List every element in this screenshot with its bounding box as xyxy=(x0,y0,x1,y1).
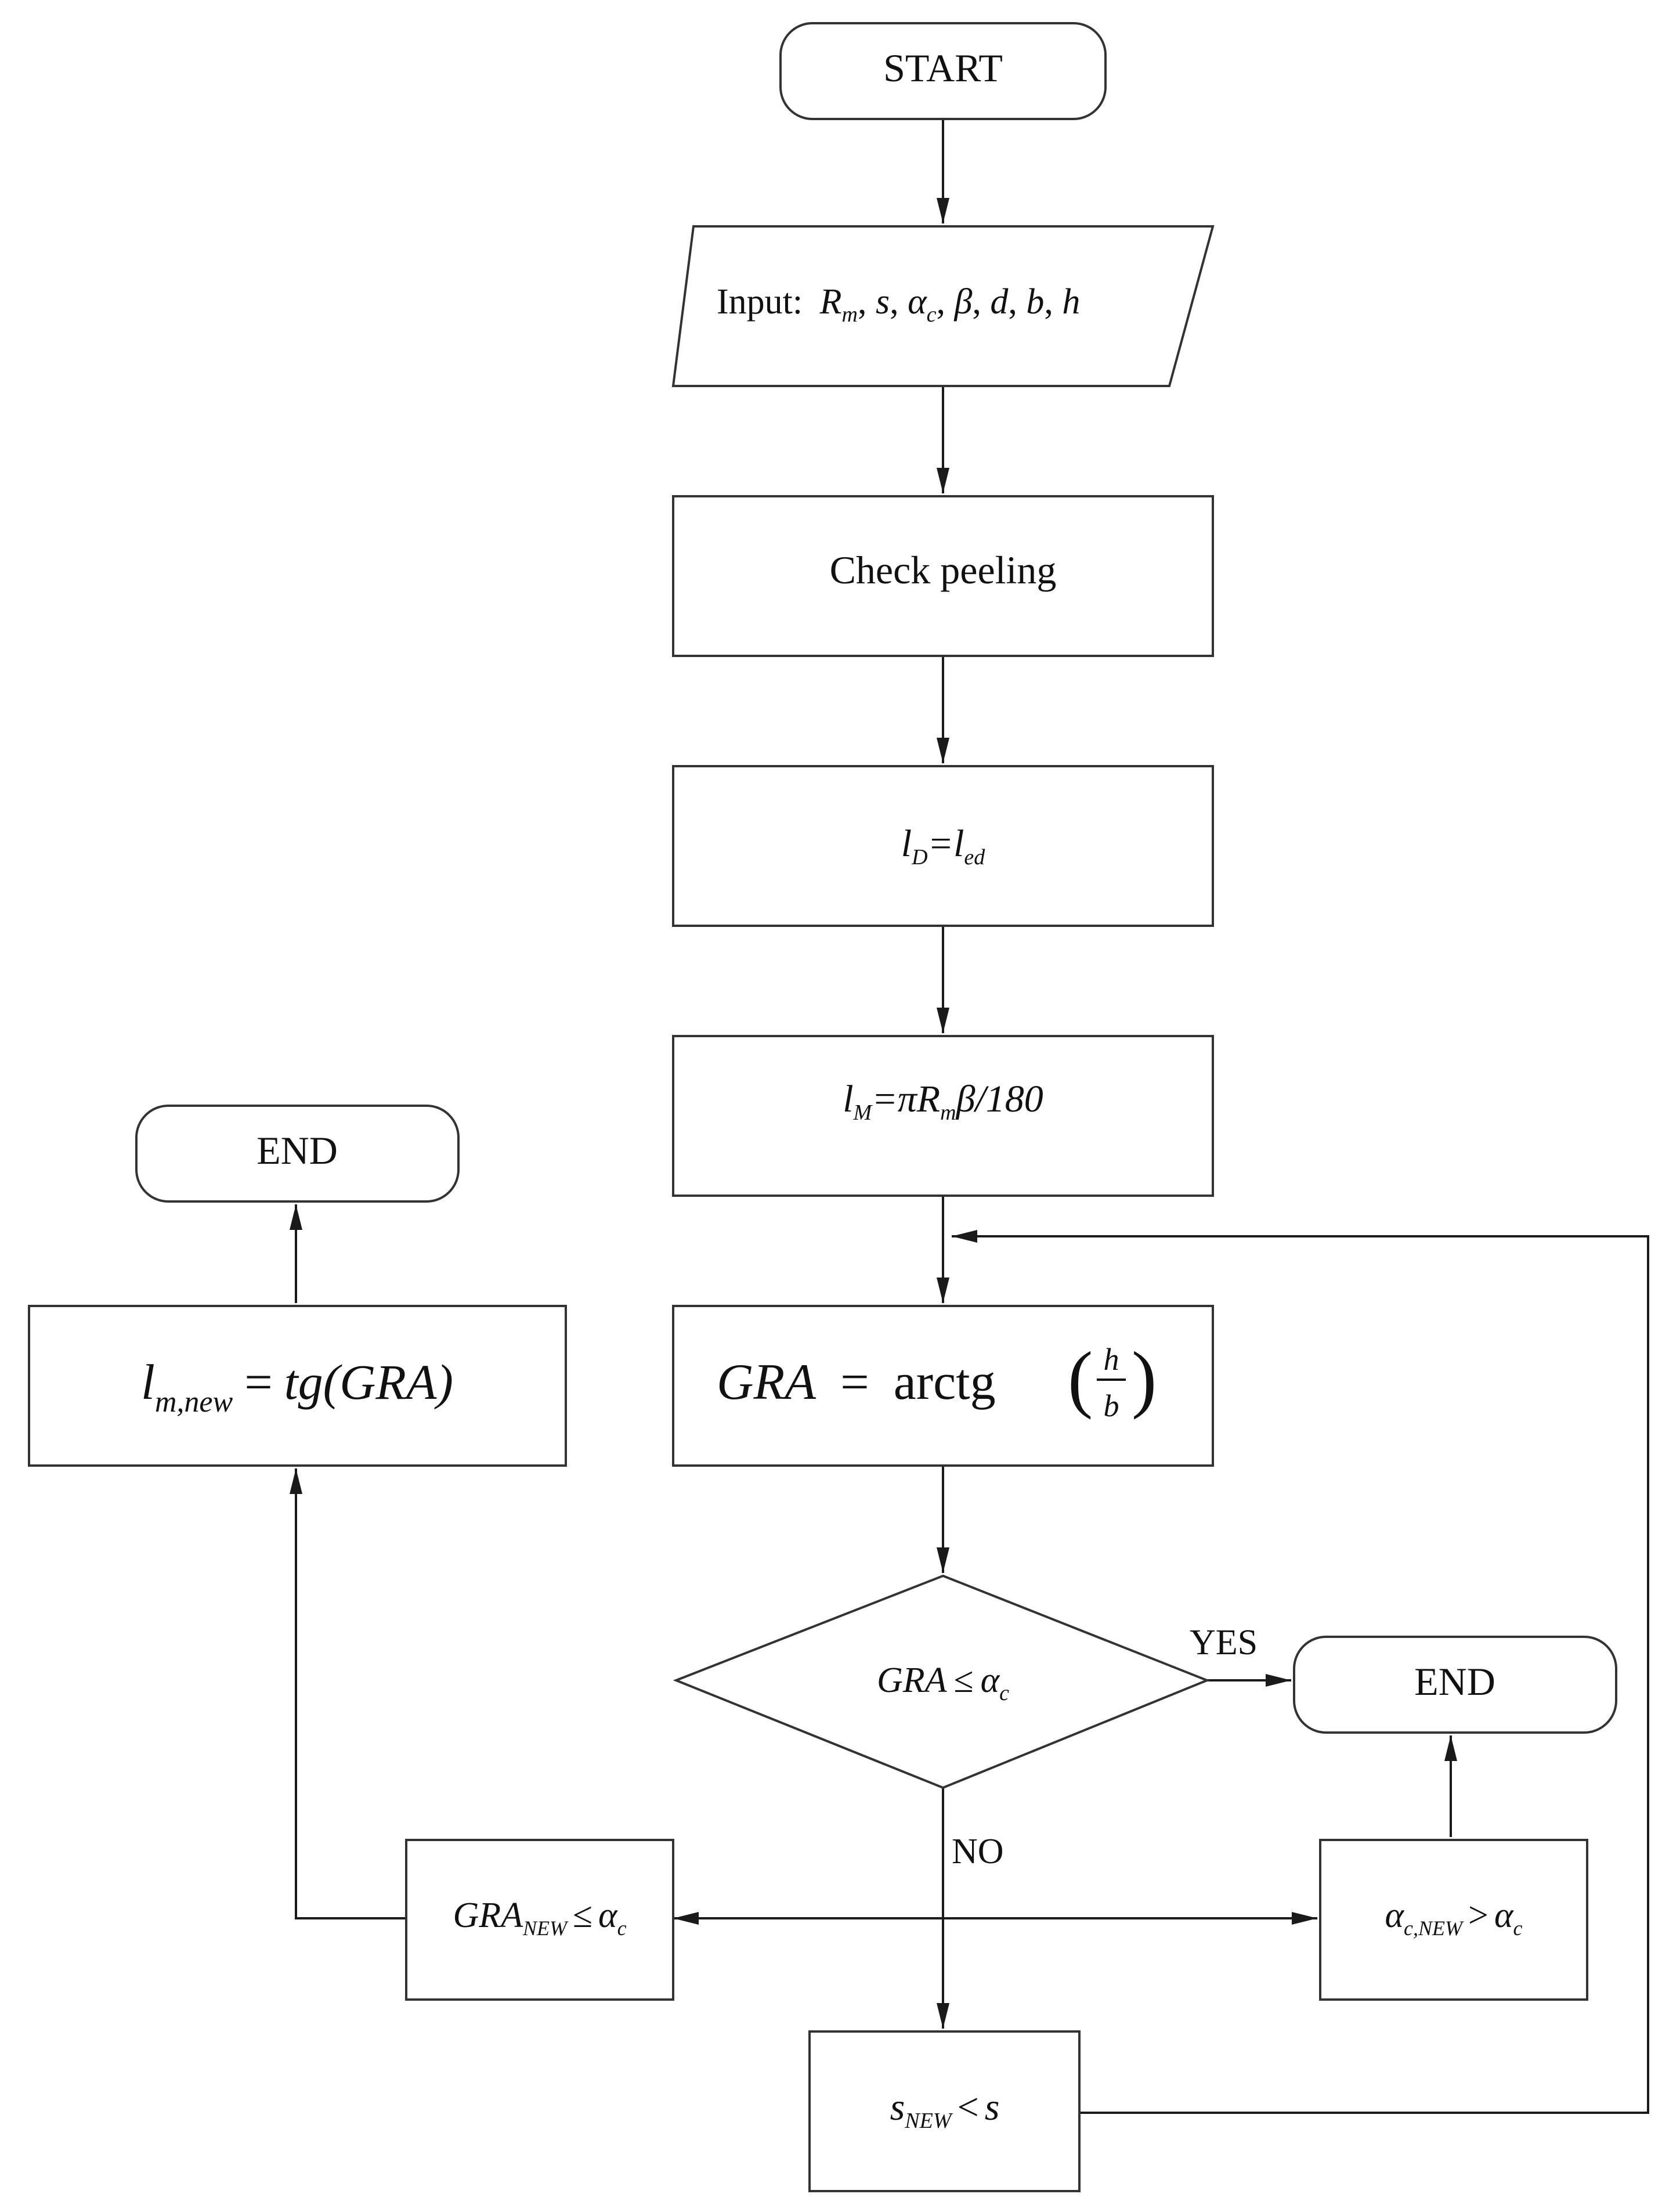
gra-new-condition: GRANEW≤αc xyxy=(453,1896,626,1940)
lm-new-node: lm,new=tg(GRA) xyxy=(28,1305,567,1467)
ld-node: lD=led xyxy=(672,765,1214,927)
no-label: NO xyxy=(952,1832,1004,1871)
end-right-label: END xyxy=(1414,1659,1495,1704)
gra-new-node: GRANEW≤αc xyxy=(405,1839,674,2001)
check-peeling-label: Check peeling xyxy=(830,548,1057,592)
s-new-condition: sNEW<s xyxy=(890,2086,1000,2133)
svg-text:h: h xyxy=(1104,1342,1119,1377)
arrow-gra-new-to-lmnew xyxy=(290,1468,406,1919)
alpha-new-condition: αc,NEW>αc xyxy=(1385,1896,1522,1940)
svg-text:): ) xyxy=(1132,1337,1157,1420)
decision-condition: GRA≤αc xyxy=(877,1661,1009,1705)
gra-node: GRA = arctg ( h b ) xyxy=(672,1305,1214,1467)
svg-text:(: ( xyxy=(1068,1337,1093,1420)
connectors xyxy=(290,119,1649,2114)
end-terminal-right: END xyxy=(1293,1636,1617,1734)
input-node: Input: Rm, s, αc, β, d, b, h xyxy=(671,225,1215,387)
alpha-new-node: αc,NEW>αc xyxy=(1319,1839,1588,2001)
lm-new-formula: lm,new=tg(GRA) xyxy=(141,1354,453,1419)
lm-formula: lM=πRmβ/180 xyxy=(843,1078,1043,1125)
yes-label: YES xyxy=(1190,1623,1258,1662)
svg-text:b: b xyxy=(1104,1388,1119,1423)
start-label: START xyxy=(883,46,1003,90)
check-peeling-node: Check peeling xyxy=(672,495,1214,657)
s-new-node: sNEW<s xyxy=(808,2030,1081,2192)
input-text: Input: Rm, s, αc, β, d, b, h xyxy=(717,282,1080,327)
svg-text:GRA = arctg: GRA = arctg xyxy=(717,1354,996,1410)
end-terminal-left: END xyxy=(135,1105,460,1203)
start-terminal: START xyxy=(779,22,1107,120)
end-left-label: END xyxy=(256,1128,338,1172)
decision-node: GRA≤αc xyxy=(673,1574,1211,1789)
ld-formula: lD=led xyxy=(901,822,986,869)
lm-node: lM=πRmβ/180 xyxy=(672,1035,1214,1197)
arrow-loop-back xyxy=(952,1230,1649,2114)
gra-formula: GRA = arctg ( h b ) xyxy=(717,1337,1157,1423)
